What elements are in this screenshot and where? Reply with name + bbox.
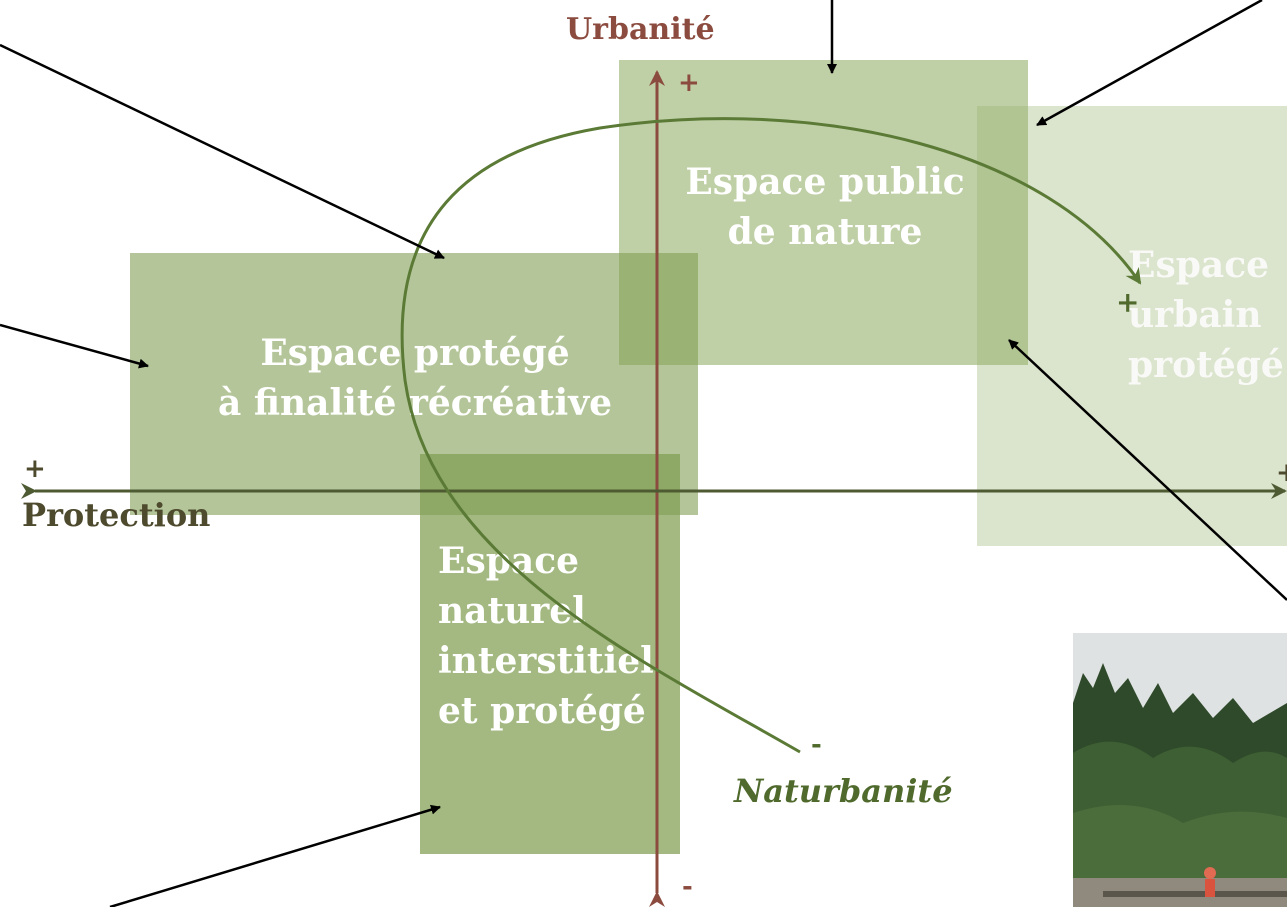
naturbanite-plus-sign: + (1116, 286, 1140, 319)
text-espace-urbain: Espace urbain protégé (1128, 244, 1284, 386)
pointer-arrow-2 (1036, 0, 1263, 127)
box-espace-urbain-protege (977, 106, 1287, 546)
naturbanite-curve (400, 117, 1142, 754)
urbanite-label: Urbanité (566, 12, 715, 47)
urbanite-minus-sign: - (682, 872, 693, 902)
pointer-arrow-3 (0, 43, 445, 260)
pointer-arrow-4 (0, 323, 149, 369)
protection-label: Protection (22, 496, 211, 534)
naturbanite-minus-sign: - (811, 730, 822, 760)
box-espace-naturel-interstitiel (420, 454, 680, 854)
protection-plus-left: + (24, 454, 46, 484)
text-espace-recreatif: Espace protégé à finalité récréative (217, 332, 613, 424)
pointer-arrow-6 (109, 804, 441, 907)
naturbanite-label: Naturbanité (734, 772, 953, 810)
pointer-arrow-5 (1008, 339, 1287, 601)
nature-photo (1073, 633, 1287, 907)
protection-plus-right: + (1276, 458, 1287, 488)
text-espace-public: Espace public de nature (685, 161, 965, 253)
urbanite-plus-sign: + (678, 68, 700, 98)
